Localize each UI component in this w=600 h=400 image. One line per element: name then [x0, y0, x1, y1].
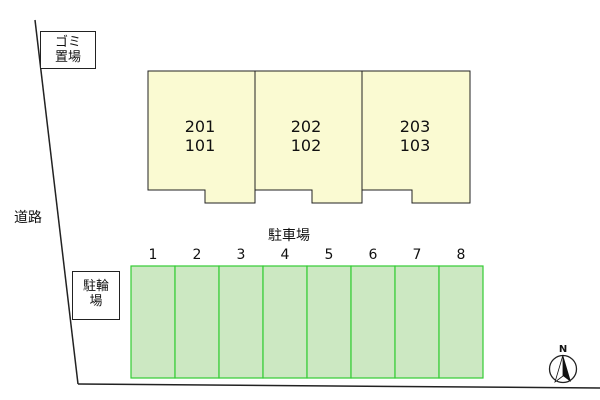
parking-space-number: 3	[236, 247, 246, 263]
unit-lower-number: 103	[399, 136, 431, 155]
garbage-area-label: ゴミ 置場	[40, 31, 96, 69]
parking-space-7	[394, 265, 440, 379]
parking-space-2	[174, 265, 220, 379]
parking-space-number: 5	[324, 247, 334, 263]
parking-space-number: 6	[368, 247, 378, 263]
north-compass-icon	[548, 354, 578, 384]
bicycle-parking-line2: 場	[89, 294, 103, 309]
bicycle-parking-line1: 駐輪	[82, 279, 109, 294]
unit-label-2: 202 102	[271, 117, 341, 155]
unit-label-3: 203 103	[380, 117, 450, 155]
parking-lot-label: 駐車場	[268, 228, 310, 244]
parking-space-number: 4	[280, 247, 290, 263]
road-label: 道路	[14, 210, 42, 226]
unit-lower-number: 101	[184, 136, 216, 155]
parking-space-number: 2	[192, 247, 202, 263]
parking-space-number: 8	[456, 247, 466, 263]
parking-space-number: 1	[148, 247, 158, 263]
parking-space-6	[350, 265, 396, 379]
parking-space-4	[262, 265, 308, 379]
parking-space-3	[218, 265, 264, 379]
compass-north-label: N	[559, 344, 567, 355]
road-boundary-bottom	[77, 383, 600, 389]
unit-upper-number: 203	[399, 117, 431, 136]
garbage-area-line2: 置場	[54, 50, 81, 65]
garbage-area-line1: ゴミ	[54, 35, 81, 50]
parking-space-number: 7	[412, 247, 422, 263]
unit-upper-number: 202	[290, 117, 322, 136]
parking-space-1	[130, 265, 176, 379]
unit-upper-number: 201	[184, 117, 216, 136]
bicycle-parking-label: 駐輪 場	[72, 271, 120, 320]
unit-block-3	[361, 70, 471, 204]
parking-lot	[130, 265, 484, 379]
parking-space-5	[306, 265, 352, 379]
unit-label-1: 201 101	[165, 117, 235, 155]
unit-lower-number: 102	[290, 136, 322, 155]
parking-space-8	[438, 265, 484, 379]
road-boundary-left	[34, 19, 79, 385]
apartment-building	[147, 70, 471, 204]
